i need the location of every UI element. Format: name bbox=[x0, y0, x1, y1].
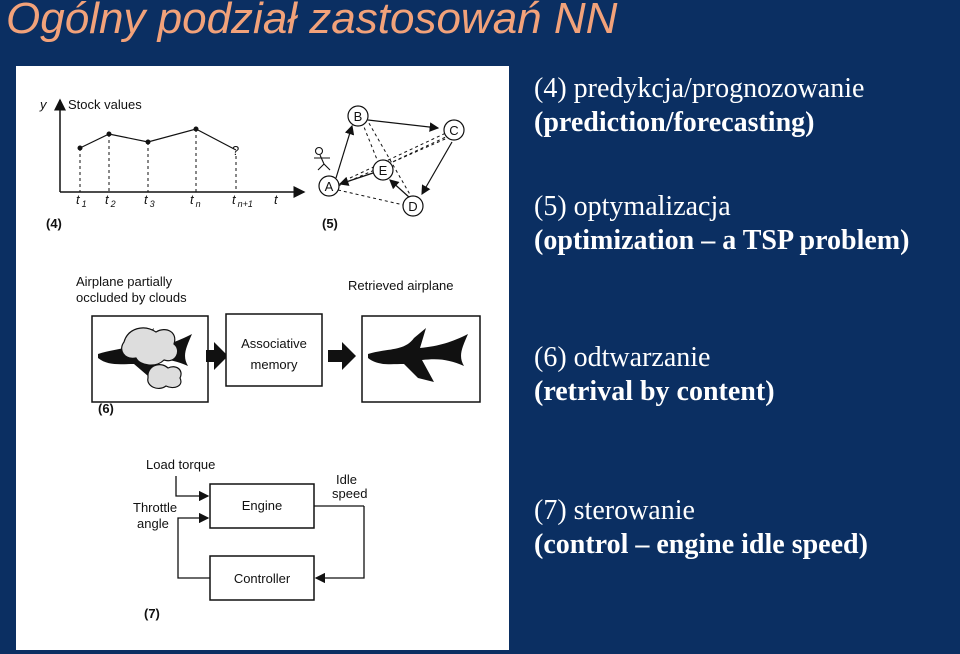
item-optimization-pl: (5) optymalizacja bbox=[534, 191, 731, 222]
stock-line bbox=[79, 128, 237, 151]
item-optimization: (5) optymalizacja (optimization – a TSP … bbox=[534, 190, 909, 258]
tsp-node-e bbox=[372, 159, 394, 181]
idle-speed-label-line2: speed bbox=[332, 486, 367, 501]
stock-point bbox=[77, 145, 83, 151]
tsp-node-c bbox=[443, 119, 465, 141]
speed-feedback-arrow bbox=[314, 506, 365, 584]
tsp-dashed-edge bbox=[365, 117, 413, 199]
associative-memory-box bbox=[225, 313, 323, 387]
item-control-pl: (7) sterowanie bbox=[534, 495, 695, 526]
control-diagram: Load torque Throttle angle Idle speed En… bbox=[133, 457, 367, 621]
cloud-shape bbox=[147, 364, 182, 390]
tsp-edge bbox=[421, 141, 453, 196]
retrieval-diagram: Airplane partially occluded by clouds Re… bbox=[76, 274, 481, 416]
memory-label-line2: memory bbox=[251, 357, 298, 372]
tsp-dashed-edge bbox=[349, 131, 449, 179]
stock-point bbox=[145, 139, 151, 145]
slide-title: Ogólny podział zastosowań NN bbox=[6, 0, 618, 43]
tsp-panel-label: (5) bbox=[322, 216, 338, 231]
tsp-node-label: E bbox=[379, 163, 388, 178]
occluded-label-line2: occluded by clouds bbox=[76, 290, 187, 305]
tsp-dashed-edge bbox=[361, 121, 379, 163]
controller-label: Controller bbox=[234, 571, 291, 586]
input-arrow bbox=[206, 342, 228, 370]
throttle-label-line1: Throttle bbox=[133, 500, 177, 515]
retrieved-label: Retrieved airplane bbox=[348, 278, 454, 293]
retrieved-airplane-shape bbox=[368, 328, 468, 382]
tsp-edge bbox=[338, 171, 377, 186]
memory-label-line1: Associative bbox=[241, 336, 307, 351]
item-control-en: (control – engine idle speed) bbox=[534, 529, 868, 560]
throttle-label-line2: angle bbox=[137, 516, 169, 531]
item-retrieval: (6) odtwarzanie (retrival by content) bbox=[534, 341, 775, 409]
stock-y-label: y bbox=[39, 97, 48, 112]
item-prediction: (4) predykcja/prognozowanie (prediction/… bbox=[534, 72, 864, 140]
tsp-node-d bbox=[402, 195, 424, 217]
load-torque-arrow bbox=[175, 476, 210, 502]
stock-point bbox=[106, 131, 112, 137]
stock-question: ? bbox=[232, 143, 239, 158]
tsp-node-a bbox=[318, 175, 340, 197]
throttle-feedback-arrow bbox=[177, 512, 210, 579]
tsp-dashed-edge bbox=[387, 135, 449, 165]
output-arrow bbox=[328, 342, 356, 370]
tsp-edge bbox=[389, 179, 411, 199]
tsp-node-label: B bbox=[354, 109, 363, 124]
idle-speed-label-line1: Idle bbox=[336, 472, 357, 487]
load-torque-label: Load torque bbox=[146, 457, 215, 472]
tsp-node-label: A bbox=[325, 179, 334, 194]
tsp-node-b bbox=[347, 105, 369, 127]
cloud-shape bbox=[121, 327, 179, 366]
stock-values-label: Stock values bbox=[68, 97, 142, 112]
stock-panel-label: (4) bbox=[46, 216, 62, 231]
retrieval-panel-label: (6) bbox=[98, 401, 114, 416]
item-prediction-en: (prediction/forecasting) bbox=[534, 107, 815, 138]
engine-label: Engine bbox=[242, 498, 282, 513]
tsp-node-label: D bbox=[408, 199, 417, 214]
tsp-edge bbox=[367, 119, 440, 132]
item-control: (7) sterowanie (control – engine idle sp… bbox=[534, 494, 868, 562]
tsp-dashed-edge bbox=[337, 189, 409, 207]
tsp-edge bbox=[335, 124, 355, 179]
item-optimization-en: (optimization – a TSP problem) bbox=[534, 225, 910, 256]
tsp-graph: A B C D E (5) bbox=[314, 105, 465, 231]
occluded-label-line1: Airplane partially bbox=[76, 274, 173, 289]
stock-point bbox=[193, 126, 199, 132]
control-panel-label: (7) bbox=[144, 606, 160, 621]
item-retrieval-pl: (6) odtwarzanie bbox=[534, 342, 711, 373]
stock-x-label: t bbox=[274, 192, 279, 207]
salesman-icon bbox=[314, 146, 331, 171]
item-prediction-pl: (4) predykcja/prognozowanie bbox=[534, 73, 865, 104]
tsp-node-label: C bbox=[449, 123, 458, 138]
item-retrieval-en: (retrival by content) bbox=[534, 376, 775, 407]
